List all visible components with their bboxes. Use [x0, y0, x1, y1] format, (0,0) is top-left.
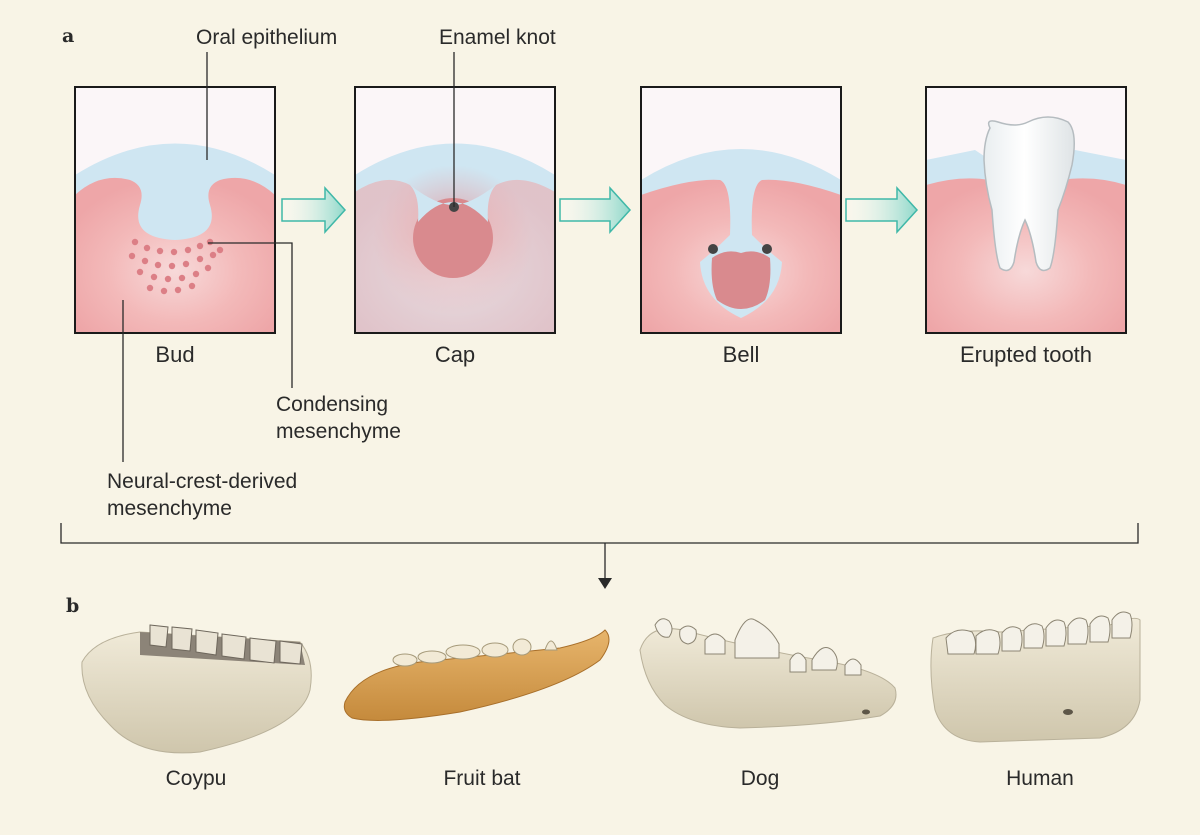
stage-label-cap: Cap — [435, 342, 475, 367]
species-label-dog: Dog — [741, 767, 780, 790]
coypu-jaw-image — [81, 624, 312, 754]
down-arrow-icon — [598, 578, 612, 589]
stage-arrow-1 — [281, 186, 347, 234]
species-label-coypu: Coypu — [166, 767, 227, 790]
fruit-bat-jaw-image — [343, 629, 610, 721]
neural-crest-label-line2: mesenchyme — [107, 497, 232, 520]
bud-stage — [74, 86, 276, 334]
stage-arrow-3 — [845, 186, 919, 234]
species-label-human: Human — [1006, 767, 1074, 790]
human-jaw-image — [930, 611, 1141, 743]
cap-stage — [354, 86, 556, 334]
bell-stage — [640, 86, 842, 334]
stage-arrow-2 — [559, 186, 632, 234]
species-label-fruit-bat: Fruit bat — [443, 767, 520, 790]
bell-frame — [640, 86, 842, 334]
stage-label-bud: Bud — [155, 342, 194, 367]
stage-label-bell: Bell — [723, 342, 760, 367]
bud-mesenchyme — [75, 177, 275, 333]
bell-mesenchyme — [641, 179, 841, 333]
label-leader-lines — [122, 52, 455, 462]
panel-b-label: b — [66, 595, 79, 617]
stage-label-erupted-tooth: Erupted tooth — [960, 342, 1092, 367]
erupted-stage — [925, 86, 1127, 334]
section-bracket — [60, 523, 1139, 580]
erupted-frame — [925, 86, 1127, 334]
cap-dental-papilla — [413, 198, 493, 278]
condensing-mesenchyme-label-line2: mesenchyme — [276, 420, 401, 443]
condensing-mesenchyme-dots — [128, 238, 224, 295]
enamel-knot-label: Enamel knot — [439, 26, 556, 49]
panel-a-label: a — [62, 25, 74, 47]
erupted-tooth-shape — [983, 116, 1075, 272]
cap-frame — [354, 86, 556, 334]
bell-dental-papilla — [711, 251, 771, 309]
bud-frame — [74, 86, 276, 334]
neural-crest-label-line1: Neural-crest-derived — [107, 470, 297, 493]
dog-jaw-image — [639, 618, 897, 729]
condensing-mesenchyme-label-line1: Condensing — [276, 393, 388, 416]
oral-epithelium-label: Oral epithelium — [196, 26, 337, 49]
